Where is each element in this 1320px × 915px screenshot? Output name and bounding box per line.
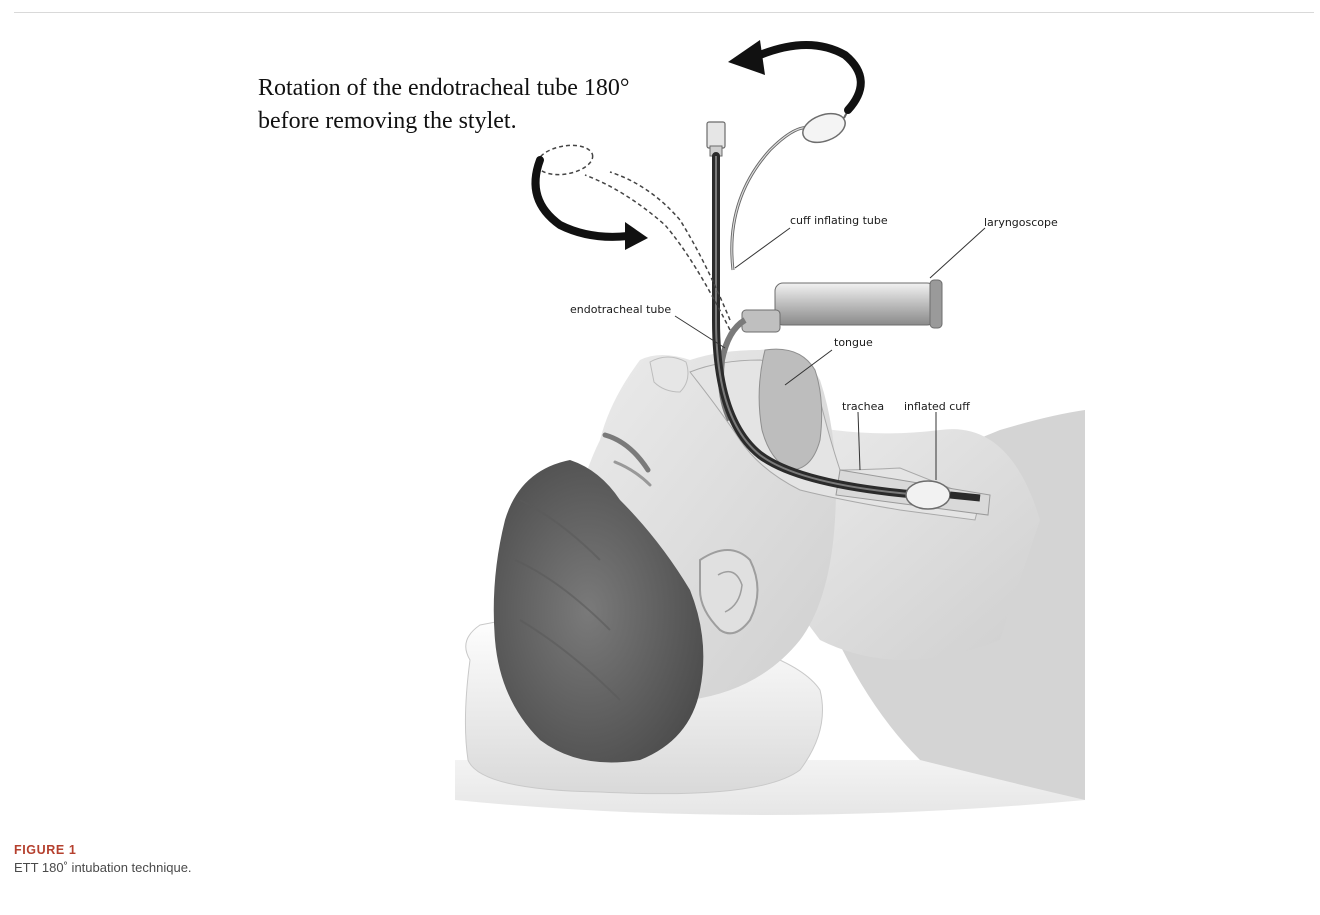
- figure-caption-text: ETT 180˚ intubation technique.: [14, 860, 1014, 875]
- label-cuff-inflating-tube: cuff inflating tube: [790, 214, 888, 227]
- label-inflated-cuff: inflated cuff: [904, 400, 970, 413]
- rotation-arrow-bottom: [536, 160, 629, 237]
- figure-caption: FIGURE 1 ETT 180˚ intubation technique.: [14, 843, 1014, 875]
- label-laryngoscope: laryngoscope: [984, 216, 1058, 229]
- rotation-arrowhead-top: [728, 40, 765, 75]
- intubation-diagram: Rotation of the endotracheal tube 180° b…: [0, 0, 1320, 840]
- rotation-arrowhead-bottom: [625, 222, 648, 250]
- headline-line-1: Rotation of the endotracheal tube 180°: [258, 75, 629, 101]
- label-endotracheal-tube: endotracheal tube: [570, 303, 671, 316]
- figure-number: FIGURE 1: [14, 843, 1014, 857]
- figure-illustration: Rotation of the endotracheal tube 180° b…: [0, 0, 1320, 840]
- label-trachea: trachea: [842, 400, 884, 413]
- rotation-arrow-top: [760, 45, 861, 110]
- cuff-inflating-tube-device: [732, 100, 856, 270]
- label-tongue: tongue: [834, 336, 873, 349]
- headline-line-2: before removing the stylet.: [258, 108, 517, 134]
